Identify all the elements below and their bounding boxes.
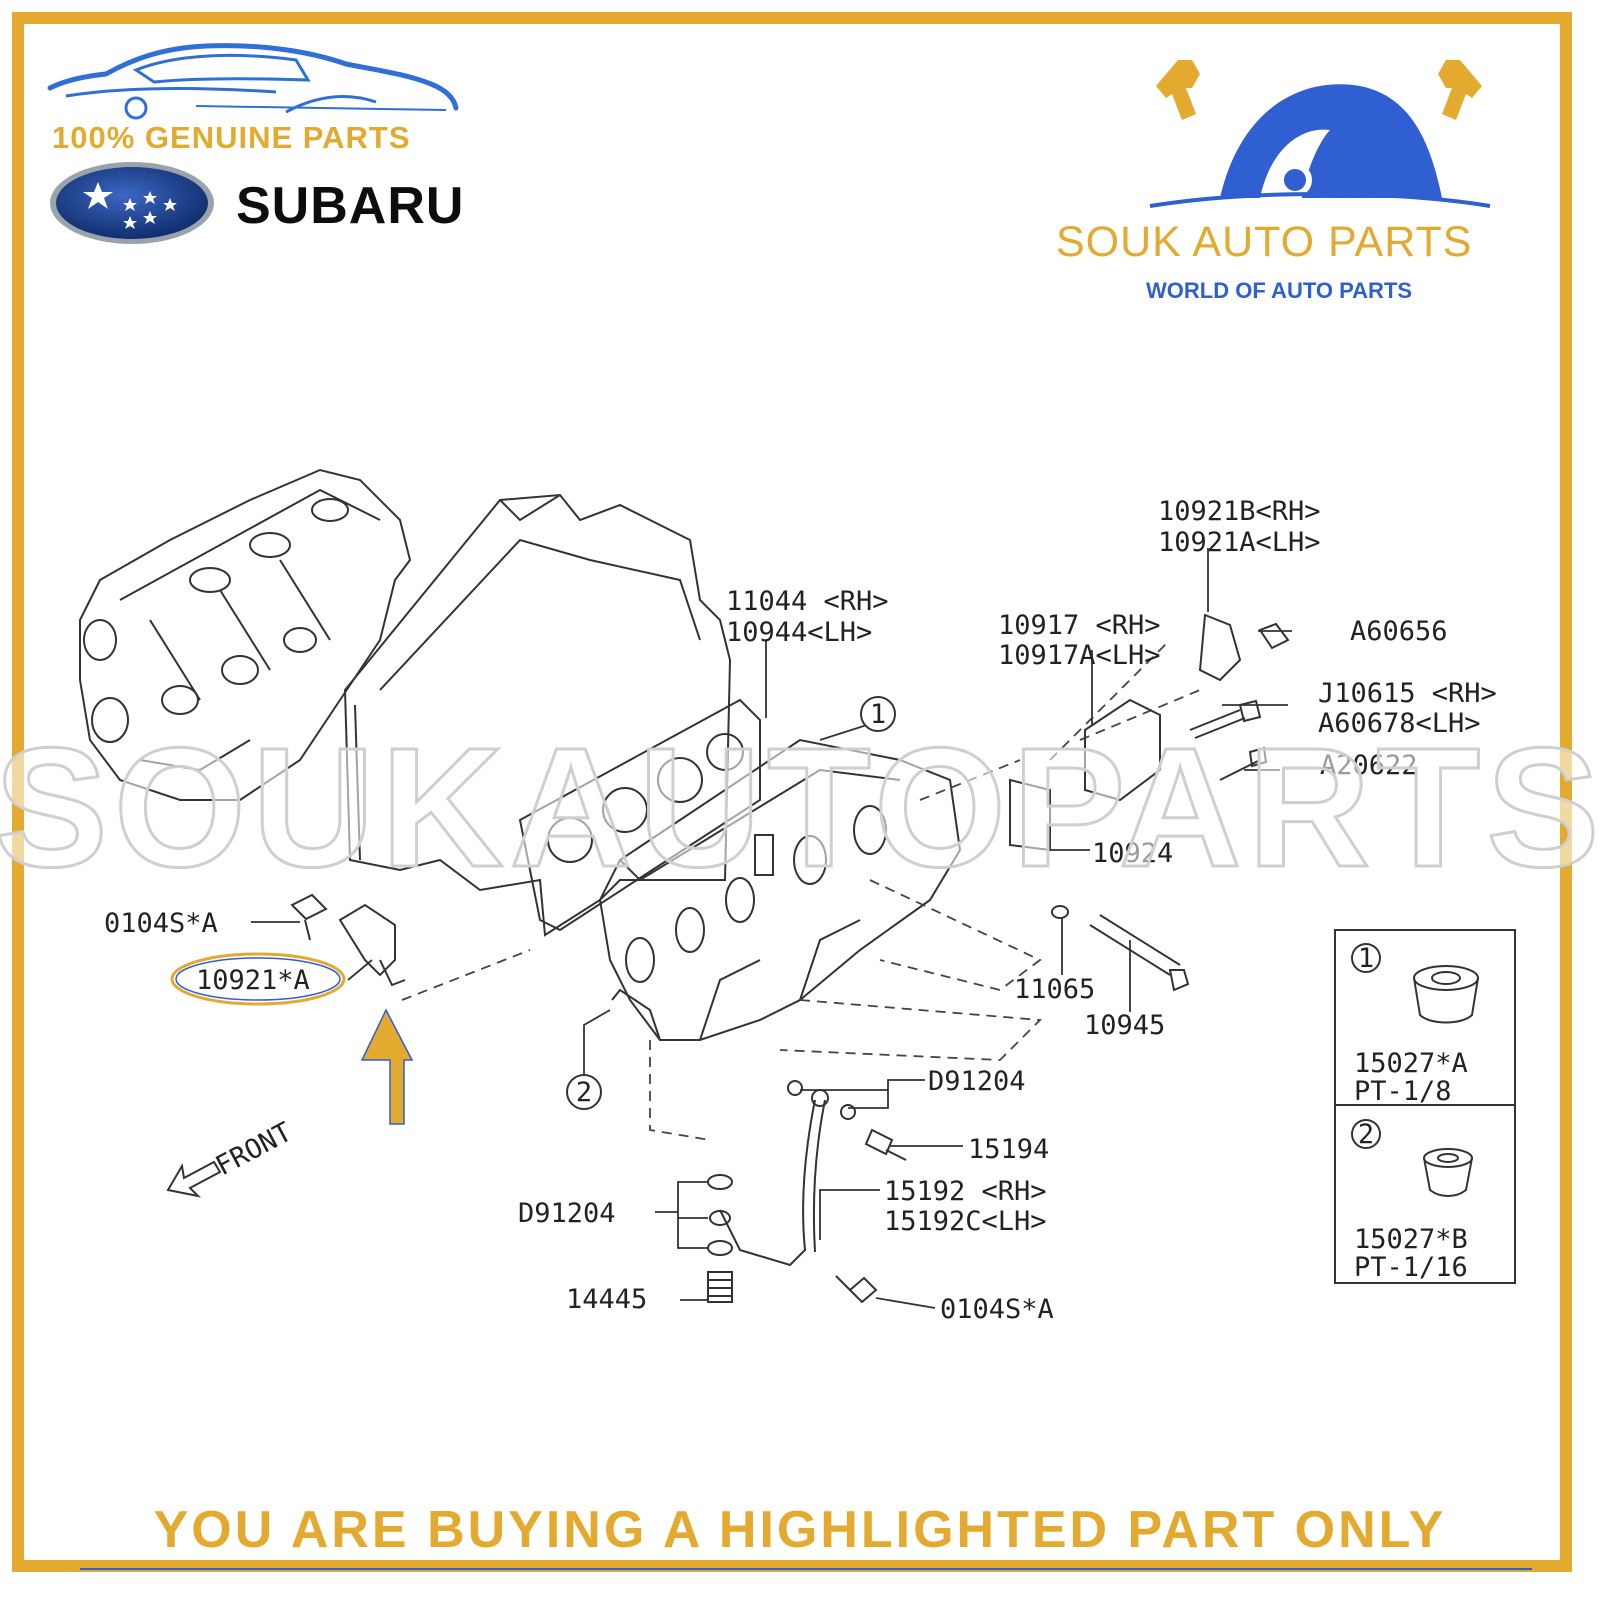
label-15192-rh: 15192 <RH> [884,1176,1047,1207]
label-a60656: A60656 [1350,616,1448,647]
highlight-ellipse-inner [175,957,341,1001]
head-gasket-drawing [518,698,761,932]
gold-frame [12,12,1572,1572]
label-10921a-lh: 10921A<LH> [1158,527,1321,558]
label-10924: 10924 [1092,838,1173,869]
plug-14445-drawing [707,1174,733,1303]
legend-part-2: 15027*B [1354,1224,1468,1255]
label-10945: 10945 [1084,1010,1165,1041]
label-j10615-rh: J10615 <RH> [1318,678,1497,709]
legend-number-1: 1 [1358,943,1374,974]
car-silhouette-icon [47,43,459,120]
label-d91204-right: D91204 [928,1066,1026,1097]
watermark-text: SOUKAUTOPARTS [0,713,1600,903]
callout-circle-1: 1 [860,696,896,732]
bolt-15194-drawing [864,1128,907,1161]
store-name: SOUK AUTO PARTS [1056,218,1473,266]
label-10917-rh: 10917 <RH> [998,610,1161,641]
plug-15027b-icon [1423,1148,1473,1197]
purchase-notice: YOU ARE BUYING A HIGHLIGHTED PART ONLY [153,1501,1447,1559]
cylinder-head-drawing [598,738,962,1041]
highlight-ellipse [170,952,346,1006]
legend-number-2: 2 [1358,1119,1374,1150]
label-a60678-lh: A60678<LH> [1318,708,1481,739]
label-d91204-left: D91204 [518,1198,616,1229]
engine-head-drawing [79,468,412,801]
label-15194: 15194 [968,1134,1049,1165]
leader-lines [251,548,1292,1309]
legend-thread-1: PT-1/8 [1354,1076,1452,1107]
guide-lines [401,639,1201,1141]
label-0104s-a-top: 0104S*A [104,908,218,939]
sensor-10921a-drawing [290,893,406,987]
oil-pipe-drawing [719,1080,856,1267]
front-label: FRONT [211,1117,297,1183]
callout-number-1: 1 [870,699,886,730]
label-10921-a-highlighted: 10921*A [196,965,310,996]
souk-logo-icon [1149,60,1491,208]
legend-part-1: 15027*A [1354,1048,1468,1079]
genuine-parts-badge: 100% GENUINE PARTS [52,120,411,155]
legend-callout-1 [1351,943,1381,973]
label-11044-rh: 11044 <RH> [726,586,889,617]
label-10917a-lh: 10917A<LH> [998,640,1161,671]
front-direction-icon: FRONT [166,1117,297,1198]
legend-thread-2: PT-1/16 [1354,1252,1468,1283]
legend-frame [1334,929,1516,1284]
callout-circle-2: 2 [566,1074,602,1110]
subaru-emblem-icon [50,162,214,244]
label-0104s-a-bottom: 0104S*A [940,1294,1054,1325]
legend-callout-2 [1351,1119,1381,1149]
highlight-arrow-icon [360,1008,414,1125]
callout-number-2: 2 [576,1077,592,1108]
label-10921b-rh: 10921B<RH> [1158,496,1321,527]
store-tagline: WORLD OF AUTO PARTS [1146,278,1413,303]
label-14445: 14445 [566,1284,647,1315]
label-a20622: A20622 [1320,750,1418,781]
bolt-0104s-bottom-drawing [835,1275,878,1304]
label-11065: 11065 [1014,974,1095,1005]
footer-underline [80,1568,1532,1570]
plug-legend: 1 15027*A PT-1/8 2 15027*B PT-1/16 [1334,929,1516,1284]
engine-block-drawing [343,493,732,937]
plug-15027a-icon [1413,965,1479,1024]
brand-name: SUBARU [236,177,465,235]
label-15192c-lh: 15192C<LH> [884,1206,1047,1237]
label-10944-lh: 10944<LH> [726,617,872,648]
